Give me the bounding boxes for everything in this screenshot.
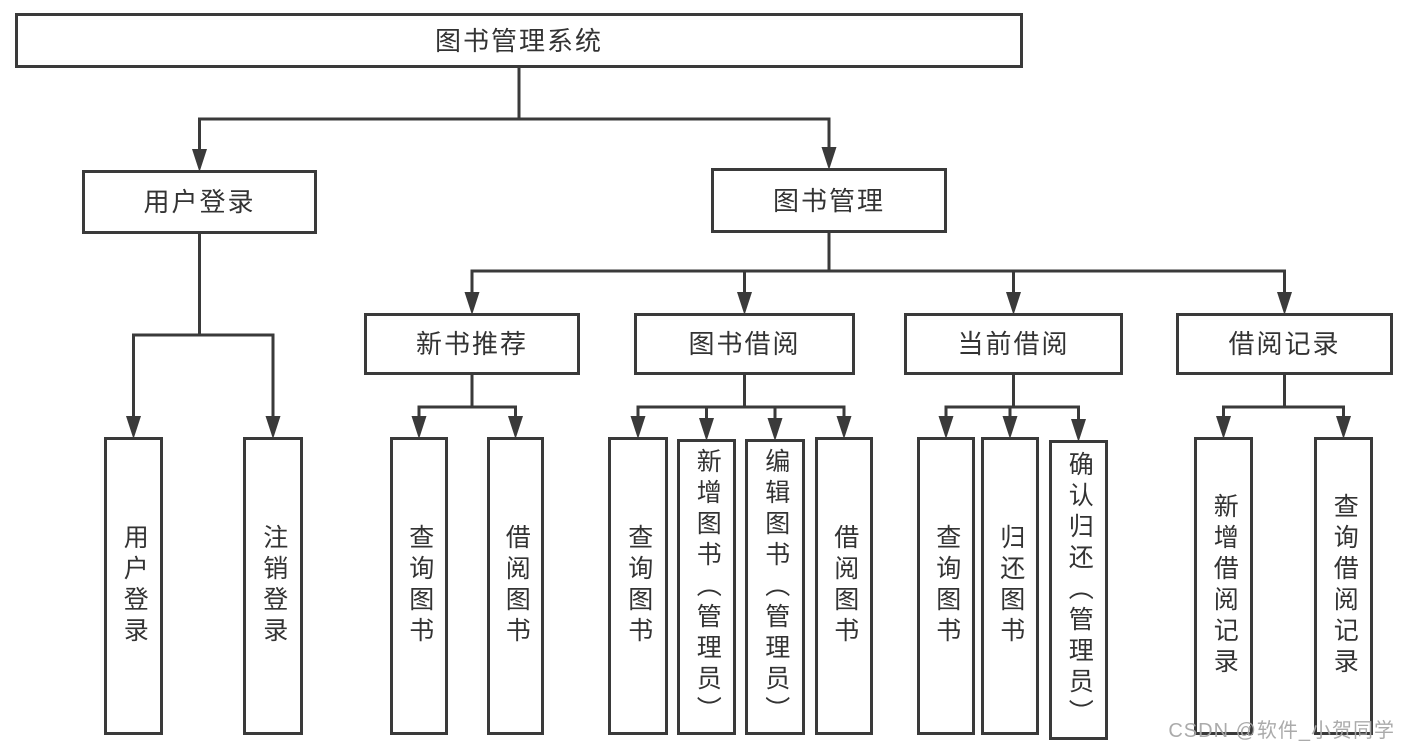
node-leaf-confirm-return: 确认归还（管理员） xyxy=(1049,440,1108,740)
node-login: 用户登录 xyxy=(82,170,317,234)
arrowhead xyxy=(767,418,783,441)
node-root: 图书管理系统 xyxy=(15,13,1023,68)
node-newbooks: 新书推荐 xyxy=(364,313,580,375)
arrowhead xyxy=(464,292,480,315)
arrowhead xyxy=(699,418,714,441)
arrowhead xyxy=(821,147,837,170)
node-leaf-query-books-1: 查询图书 xyxy=(390,437,448,735)
arrowhead xyxy=(1216,416,1231,439)
arrowhead xyxy=(836,416,852,439)
arrowhead xyxy=(630,416,646,439)
arrowhead xyxy=(1277,292,1292,315)
arrowhead xyxy=(1071,419,1086,442)
arrowhead xyxy=(1336,416,1351,439)
arrowhead xyxy=(938,416,954,439)
node-leaf-logout: 注销登录 xyxy=(243,437,303,735)
node-leaf-query-books-3: 查询图书 xyxy=(917,437,975,735)
node-leaf-edit-book: 编辑图书（管理员） xyxy=(745,439,805,735)
arrowhead xyxy=(737,292,752,315)
arrowhead xyxy=(192,149,207,172)
node-borrow: 图书借阅 xyxy=(634,313,855,375)
node-leaf-add-book: 新增图书（管理员） xyxy=(677,439,736,735)
node-records: 借阅记录 xyxy=(1176,313,1393,375)
arrowhead xyxy=(508,416,523,439)
node-leaf-return-book: 归还图书 xyxy=(981,437,1039,735)
node-leaf-user-login: 用户登录 xyxy=(104,437,163,735)
node-leaf-borrow-books-2: 借阅图书 xyxy=(815,437,873,735)
arrowhead xyxy=(1006,292,1021,315)
arrowhead xyxy=(411,416,427,439)
node-leaf-borrow-books-1: 借阅图书 xyxy=(487,437,544,735)
node-mgmt: 图书管理 xyxy=(711,168,947,233)
arrowhead xyxy=(126,416,141,439)
node-leaf-add-record: 新增借阅记录 xyxy=(1194,437,1253,735)
node-leaf-query-record: 查询借阅记录 xyxy=(1314,437,1373,735)
arrowhead xyxy=(1002,416,1018,439)
arrowhead xyxy=(265,416,281,439)
node-current: 当前借阅 xyxy=(904,313,1123,375)
node-leaf-query-books-2: 查询图书 xyxy=(608,437,668,735)
